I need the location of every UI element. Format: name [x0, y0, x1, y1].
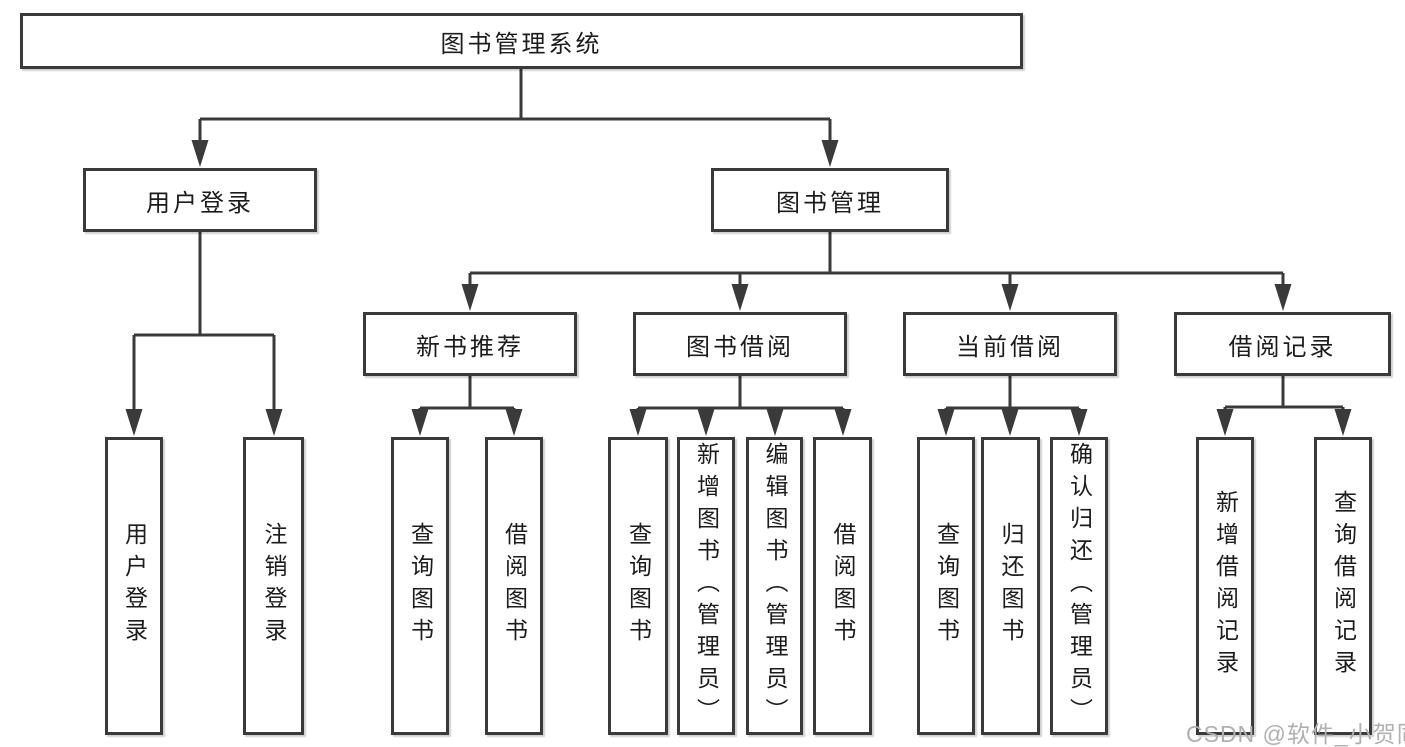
- node-new-book-recommend: 新书推荐: [363, 312, 577, 376]
- leaf-edit-books-admin: 编辑图书（管理员）: [746, 437, 803, 735]
- arrow-down-icon: [125, 140, 1352, 436]
- node-borrowing-records: 借阅记录: [1174, 312, 1391, 376]
- leaf-logout: 注销登录: [243, 437, 304, 735]
- node-root: 图书管理系统: [20, 13, 1023, 69]
- node-user-login: 用户登录: [83, 168, 317, 232]
- leaf-search-books-recommend: 查询图书: [391, 437, 449, 735]
- leaf-user-login: 用户登录: [105, 437, 163, 735]
- leaf-return-books: 归还图书: [981, 437, 1040, 735]
- watermark: CSDN @软件_小贺同学: [1186, 721, 1405, 747]
- leaf-search-books-borrowing: 查询图书: [608, 437, 668, 735]
- leaf-borrow-books: 借阅图书: [813, 437, 872, 735]
- leaf-confirm-return-admin: 确认归还（管理员）: [1050, 437, 1108, 735]
- node-book-borrowing: 图书借阅: [633, 312, 847, 376]
- leaf-search-books-current: 查询图书: [917, 437, 975, 735]
- node-book-management: 图书管理: [711, 168, 949, 232]
- leaf-add-books-admin: 新增图书（管理员）: [677, 437, 735, 735]
- node-current-borrowing: 当前借阅: [903, 312, 1117, 376]
- leaf-search-borrow-record: 查询借阅记录: [1314, 437, 1372, 735]
- leaf-add-borrow-record: 新增借阅记录: [1196, 437, 1254, 735]
- leaf-borrow-books-recommend: 借阅图书: [485, 437, 543, 735]
